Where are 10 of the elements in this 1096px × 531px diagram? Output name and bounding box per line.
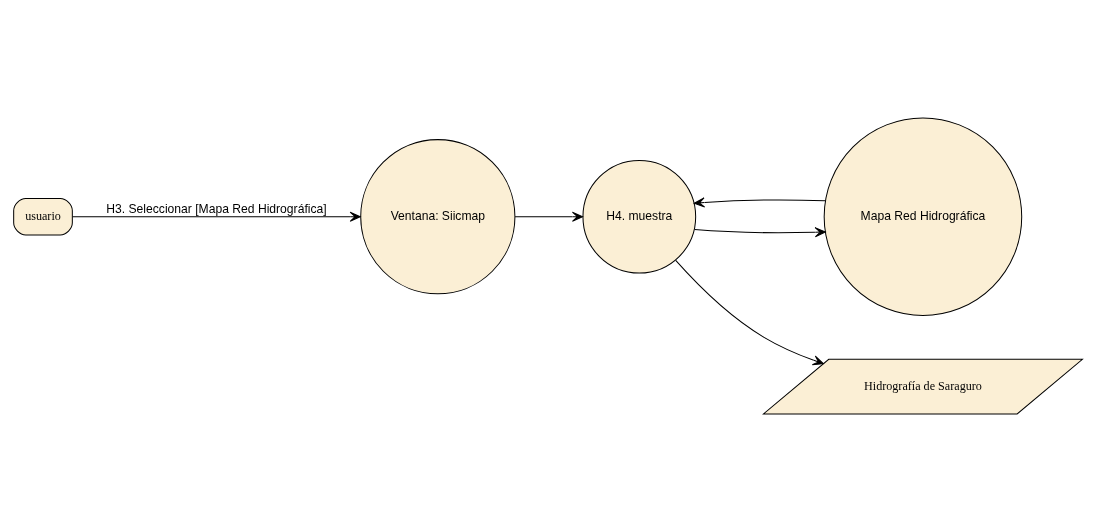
arrow bbox=[514, 211, 584, 222]
arrow bbox=[72, 211, 361, 222]
node-circle: Mapa Red Hidrográfica bbox=[823, 116, 1023, 316]
edge-label: H3. Seleccionar [Mapa Red Hidrográfica] bbox=[106, 201, 327, 216]
node-box: usuario bbox=[13, 197, 73, 235]
node-circle: H4. muestra bbox=[582, 159, 697, 274]
arrow bbox=[693, 196, 826, 208]
arrow bbox=[675, 259, 824, 365]
node-circle: Ventana: Siicmap bbox=[360, 138, 516, 294]
arrow bbox=[694, 226, 826, 237]
